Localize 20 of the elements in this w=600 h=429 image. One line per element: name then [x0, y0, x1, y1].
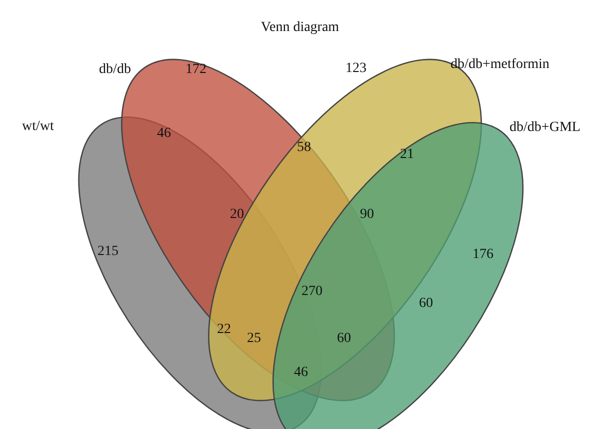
region-count: 46: [294, 365, 308, 381]
region-count: 25: [247, 331, 261, 347]
region-count: 21: [400, 147, 414, 163]
region-count: 123: [346, 61, 366, 77]
region-count: 22: [217, 322, 231, 338]
set-label: wt/wt: [22, 119, 54, 135]
region-count: 46: [157, 126, 171, 142]
region-count: 60: [337, 331, 351, 347]
region-count: 176: [472, 247, 494, 263]
set-label: db/db: [99, 62, 131, 78]
region-count: 172: [186, 62, 206, 78]
region-count: 270: [302, 284, 322, 300]
region-count: 58: [297, 140, 311, 156]
region-count: 90: [360, 207, 374, 223]
region-count: 20: [230, 207, 244, 223]
set-label: db/db+metformin: [450, 57, 550, 73]
region-count: 60: [419, 296, 433, 312]
set-label: db/db+GML: [510, 120, 580, 136]
diagram-title: Venn diagram: [260, 20, 340, 36]
region-count: 215: [98, 244, 118, 260]
